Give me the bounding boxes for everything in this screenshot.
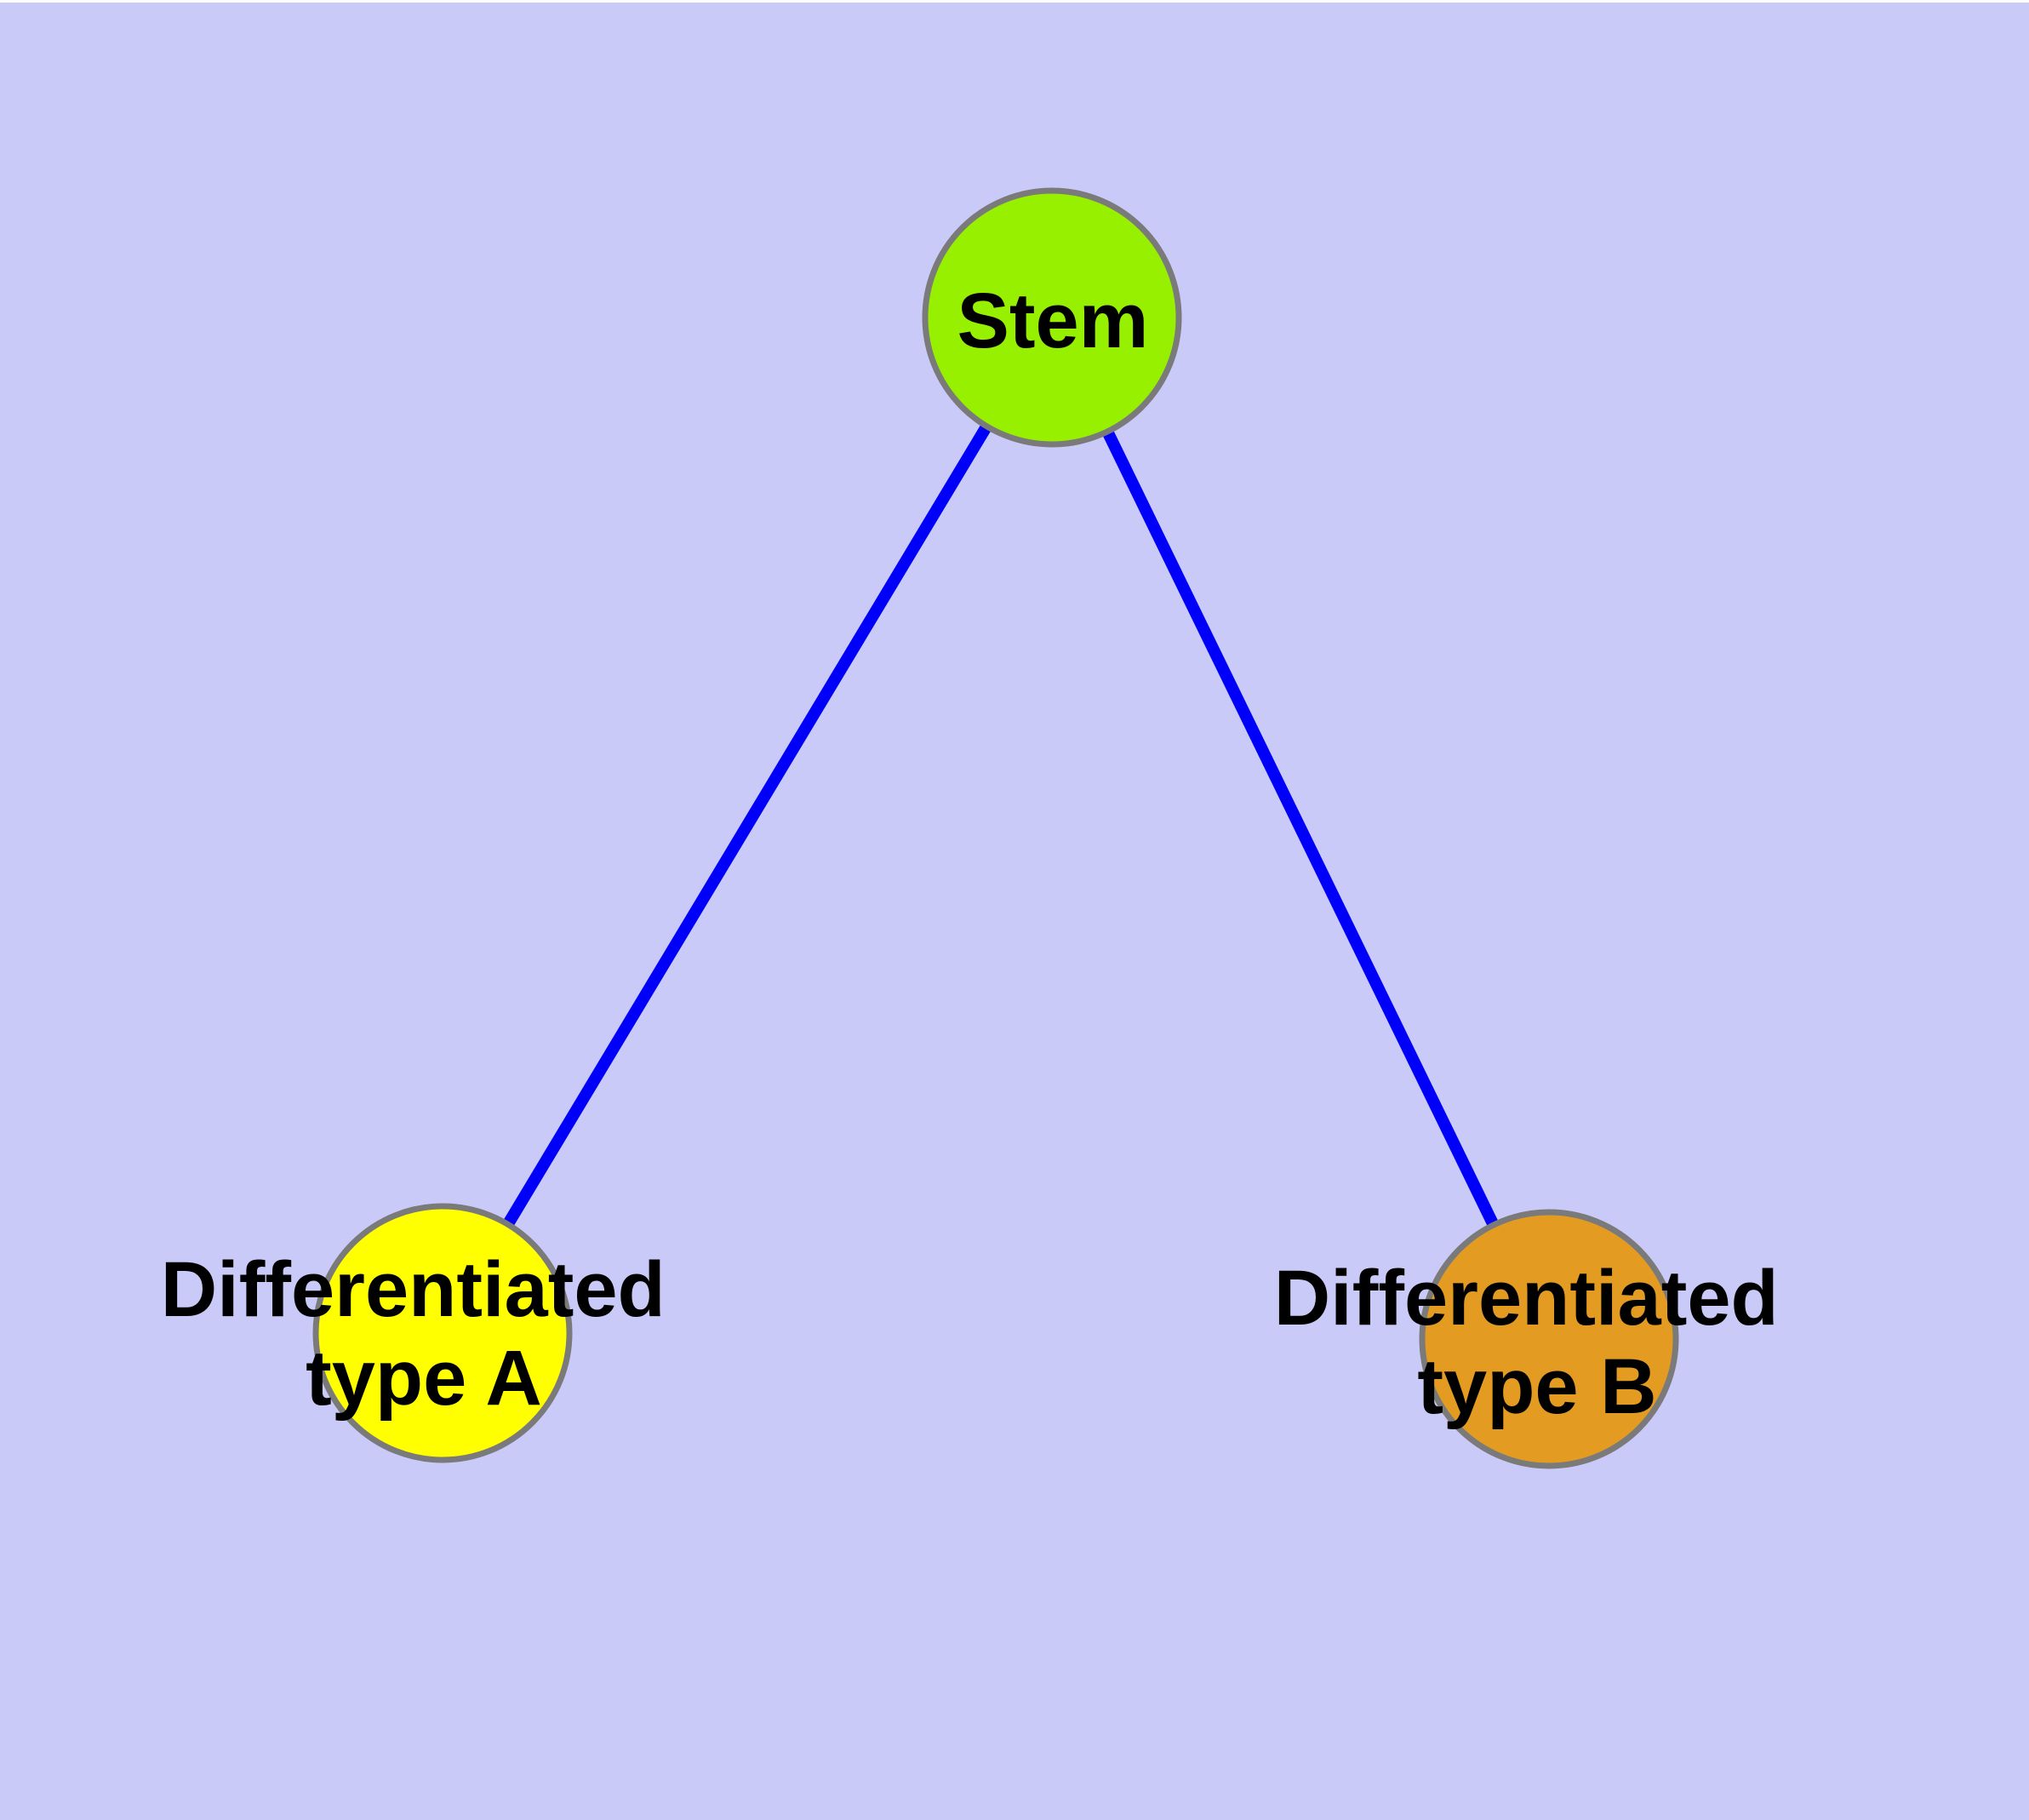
node-type-a-label-line-1: Differentiated bbox=[161, 1246, 666, 1333]
node-stem-label-line-1: Stem bbox=[957, 278, 1149, 364]
node-type-b-circle bbox=[1419, 1209, 1679, 1469]
node-type-a-label-line-2: type A bbox=[306, 1335, 542, 1422]
edge-stem-to-type-b bbox=[1046, 314, 1555, 1342]
node-type-b-label-line-2: type B bbox=[1417, 1343, 1656, 1430]
node-stem-circle bbox=[922, 187, 1182, 448]
edge-stem-to-type-a bbox=[437, 314, 1058, 1336]
node-stem-label: Stem bbox=[957, 278, 1149, 364]
node-type-b-label-line-1: Differentiated bbox=[1274, 1255, 1779, 1342]
node-type-b-label: Differentiated type B bbox=[1274, 1255, 1801, 1430]
node-type-a-label: Differentiated type A bbox=[161, 1246, 688, 1422]
node-type-a-circle bbox=[312, 1203, 573, 1463]
